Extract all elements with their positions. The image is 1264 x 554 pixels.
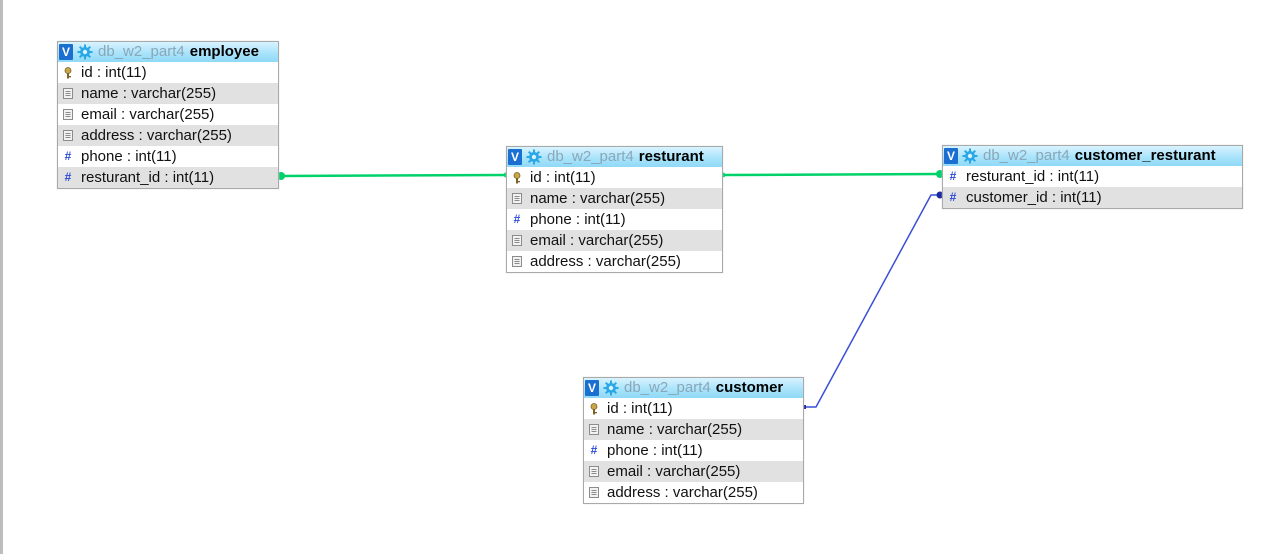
- column-label: name : varchar(255): [81, 85, 217, 102]
- column-label: email : varchar(255): [530, 232, 664, 249]
- text-icon: [587, 466, 601, 477]
- column-label: phone : int(11): [530, 211, 626, 228]
- column-label: phone : int(11): [607, 442, 703, 459]
- column-label: customer_id : int(11): [966, 189, 1102, 206]
- column-row-resturant-id[interactable]: # resturant_id : int(11): [58, 167, 278, 188]
- relation-endpoint: [936, 191, 944, 199]
- database-name: db_w2_part4: [624, 379, 711, 396]
- gear-icon[interactable]: [962, 148, 978, 164]
- table-header[interactable]: V db_w2_part4 employee: [58, 42, 278, 62]
- column-row-phone[interactable]: # phone : int(11): [58, 146, 278, 167]
- toggle-columns-icon[interactable]: V: [585, 380, 599, 396]
- table-customer[interactable]: V db_w2_part4 customer id : int(11) name…: [583, 377, 804, 504]
- database-name: db_w2_part4: [547, 148, 634, 165]
- text-icon: [587, 424, 601, 435]
- table-name: resturant: [638, 148, 704, 165]
- gear-icon[interactable]: [526, 149, 542, 165]
- hash-icon: #: [949, 190, 957, 204]
- hash-icon: #: [513, 212, 521, 226]
- text-icon: [61, 130, 75, 141]
- text-icon: [510, 235, 524, 246]
- column-label: phone : int(11): [81, 148, 177, 165]
- column-row-email[interactable]: email : varchar(255): [58, 104, 278, 125]
- relation-employee-resturant[interactable]: [277, 172, 509, 180]
- table-header[interactable]: V db_w2_part4 customer_resturant: [943, 146, 1242, 166]
- column-row-customer-id[interactable]: # customer_id : int(11): [943, 187, 1242, 208]
- column-label: name : varchar(255): [530, 190, 666, 207]
- relation-endpoint: [802, 405, 806, 409]
- column-row-name[interactable]: name : varchar(255): [58, 83, 278, 104]
- hash-icon: #: [590, 443, 598, 457]
- column-label: id : int(11): [81, 64, 147, 81]
- relation-line: [721, 172, 942, 177]
- column-label: name : varchar(255): [607, 421, 743, 438]
- table-employee[interactable]: V db_w2_part4 employee id : int(11) name…: [57, 41, 279, 189]
- canvas-left-border: [0, 0, 3, 554]
- table-header[interactable]: V db_w2_part4 customer: [584, 378, 803, 398]
- column-row-id[interactable]: id : int(11): [507, 167, 722, 188]
- column-row-id[interactable]: id : int(11): [584, 398, 803, 419]
- column-label: id : int(11): [607, 400, 673, 417]
- text-icon: [510, 256, 524, 267]
- toggle-columns-icon[interactable]: V: [508, 149, 522, 165]
- column-row-resturant-id[interactable]: # resturant_id : int(11): [943, 166, 1242, 187]
- table-name: customer_resturant: [1074, 147, 1216, 164]
- toggle-columns-icon[interactable]: V: [944, 148, 958, 164]
- key-icon: [510, 171, 524, 184]
- text-icon: [61, 88, 75, 99]
- column-row-name[interactable]: name : varchar(255): [507, 188, 722, 209]
- relation-line: [804, 194, 941, 408]
- hash-icon: #: [64, 149, 72, 163]
- text-icon: [61, 109, 75, 120]
- toggle-columns-icon[interactable]: V: [59, 44, 73, 60]
- column-row-email[interactable]: email : varchar(255): [507, 230, 722, 251]
- text-icon: [510, 193, 524, 204]
- relation-customer-resturant-resturant[interactable]: [720, 170, 945, 178]
- table-header[interactable]: V db_w2_part4 resturant: [507, 147, 722, 167]
- database-name: db_w2_part4: [98, 43, 185, 60]
- key-icon: [587, 402, 601, 415]
- column-label: address : varchar(255): [530, 253, 681, 270]
- database-name: db_w2_part4: [983, 147, 1070, 164]
- table-name: employee: [189, 43, 259, 60]
- relation-customer-resturant-customer[interactable]: [802, 191, 944, 410]
- column-label: email : varchar(255): [607, 463, 741, 480]
- column-label: resturant_id : int(11): [966, 168, 1100, 185]
- column-row-email[interactable]: email : varchar(255): [584, 461, 803, 482]
- relation-line: [279, 173, 508, 178]
- column-label: address : varchar(255): [607, 484, 758, 501]
- column-row-phone[interactable]: # phone : int(11): [507, 209, 722, 230]
- key-icon: [61, 66, 75, 79]
- column-row-address[interactable]: address : varchar(255): [584, 482, 803, 503]
- hash-icon: #: [64, 170, 72, 184]
- gear-icon[interactable]: [77, 44, 93, 60]
- column-label: id : int(11): [530, 169, 596, 186]
- table-name: customer: [715, 379, 784, 396]
- column-row-address[interactable]: address : varchar(255): [58, 125, 278, 146]
- column-label: email : varchar(255): [81, 106, 215, 123]
- hash-icon: #: [949, 169, 957, 183]
- table-customer-resturant[interactable]: V db_w2_part4 customer_resturant # restu…: [942, 145, 1243, 209]
- column-row-name[interactable]: name : varchar(255): [584, 419, 803, 440]
- gear-icon[interactable]: [603, 380, 619, 396]
- relation-endpoint: [277, 172, 285, 180]
- table-resturant[interactable]: V db_w2_part4 resturant id : int(11) nam…: [506, 146, 723, 273]
- text-icon: [587, 487, 601, 498]
- column-row-address[interactable]: address : varchar(255): [507, 251, 722, 272]
- column-label: address : varchar(255): [81, 127, 232, 144]
- column-row-id[interactable]: id : int(11): [58, 62, 278, 83]
- column-label: resturant_id : int(11): [81, 169, 215, 186]
- column-row-phone[interactable]: # phone : int(11): [584, 440, 803, 461]
